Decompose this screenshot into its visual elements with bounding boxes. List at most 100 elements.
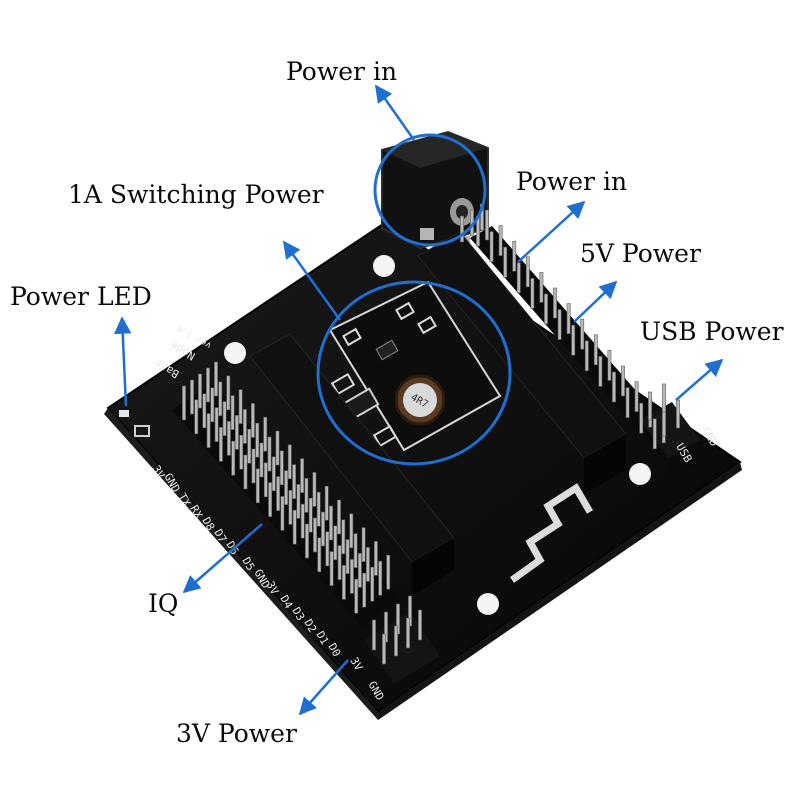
left-header-pin xyxy=(370,566,375,602)
left-header-pin xyxy=(182,385,186,421)
right-header-pin xyxy=(489,231,494,262)
left-header-pin xyxy=(219,427,223,462)
bottom-header-pin xyxy=(418,609,422,641)
left-header-pin xyxy=(255,468,260,504)
left-header-pin xyxy=(386,554,391,590)
left-header-pin xyxy=(300,458,305,493)
right-header-pin xyxy=(485,209,489,241)
label-power-in-right: Power in xyxy=(516,167,627,196)
arrow-power-in-right xyxy=(517,200,586,263)
left-header-pin xyxy=(247,428,252,464)
bottom-header-pin xyxy=(384,611,388,643)
right-header-pin xyxy=(593,334,598,366)
left-header-pin xyxy=(263,462,268,498)
label-power-in-top: Power in xyxy=(286,57,397,86)
bottom-header-pin xyxy=(372,619,376,651)
left-header-pin xyxy=(296,484,301,519)
left-header-pin xyxy=(280,496,285,531)
left-header-pin xyxy=(243,454,248,490)
left-header-pin xyxy=(304,478,309,513)
usb-header-pin xyxy=(648,391,652,421)
arrow-usb-power xyxy=(675,358,724,401)
left-header-pin xyxy=(292,509,297,545)
power-led xyxy=(119,410,129,417)
right-header-pin xyxy=(516,262,521,294)
left-header-pin xyxy=(325,531,330,567)
silk-d1: D1 xyxy=(313,629,331,647)
left-header-pin xyxy=(251,403,255,438)
silk-rx: RX xyxy=(187,503,205,521)
usb-power-header xyxy=(640,402,700,458)
right-header-pin xyxy=(571,324,576,356)
left-header-pin xyxy=(312,472,317,507)
label-3v-power: 3V Power xyxy=(176,719,297,748)
right-header-pin xyxy=(530,278,535,309)
regulator-chip xyxy=(375,339,399,361)
right-header-pin xyxy=(612,371,616,403)
left-header-pin xyxy=(222,401,227,436)
left-header-pin xyxy=(349,513,354,549)
right-header-pin xyxy=(525,256,530,288)
left-header-pin xyxy=(284,470,289,505)
left-header-pin xyxy=(214,361,218,397)
silk-d4: D4 xyxy=(277,593,295,611)
left-header-pin xyxy=(214,407,219,442)
right-header-pin xyxy=(634,381,639,412)
silk-3v-mid: 3V xyxy=(263,579,281,597)
left-header-pin xyxy=(198,373,202,409)
left-header-pin xyxy=(365,547,370,582)
left-header-pin xyxy=(337,499,341,535)
label-power-led: Power LED xyxy=(10,282,152,311)
left-header-pin xyxy=(275,430,280,466)
silk-d3: D3 xyxy=(289,605,307,623)
left-header-pin xyxy=(267,436,272,472)
left-header-pin xyxy=(341,565,346,600)
regulator-area xyxy=(328,280,502,452)
left-header-pin xyxy=(268,482,273,517)
right-header-pin xyxy=(539,272,544,303)
right-header-pin xyxy=(580,318,585,350)
left-header-pin xyxy=(263,416,268,452)
left-header-pin xyxy=(227,421,231,456)
left-header-pin xyxy=(362,572,367,608)
left-header-pin xyxy=(313,517,317,553)
silk-d7: D7 xyxy=(211,527,229,545)
left-header-pin xyxy=(329,551,334,586)
right-header-pin xyxy=(544,293,548,325)
silk-d0: D0 xyxy=(325,641,343,659)
silk-d2: D2 xyxy=(301,617,319,635)
left-header-pin xyxy=(353,533,358,568)
callout-arrows xyxy=(113,84,724,716)
left-header-pin xyxy=(206,413,211,448)
left-header-pin xyxy=(194,399,199,435)
right-header-pin xyxy=(553,287,557,319)
mount-hole-2 xyxy=(224,342,246,364)
power-jack-highlight-circle xyxy=(373,133,487,247)
left-header-pin xyxy=(354,578,359,614)
left-header-pin xyxy=(316,491,321,527)
arrow-power-led xyxy=(113,316,132,407)
left-header-pin xyxy=(210,387,215,423)
right-header-pin xyxy=(503,246,508,278)
left-socket-header xyxy=(249,333,455,596)
left-header-pin xyxy=(235,415,239,450)
left-header-pin xyxy=(361,527,366,562)
left-header-pin xyxy=(259,442,264,478)
right-header-pin xyxy=(652,418,657,450)
right-header-pin xyxy=(566,303,571,334)
bottom-header-pin xyxy=(394,625,398,657)
left-header-pin xyxy=(345,539,350,574)
label-iq: IQ xyxy=(148,589,178,618)
mount-hole-3 xyxy=(629,463,651,485)
usb-header-pin xyxy=(662,383,666,413)
left-header-pin xyxy=(230,395,235,430)
right-header-pin xyxy=(598,356,603,387)
left-header-pin xyxy=(271,456,276,492)
left-header-pin xyxy=(333,525,338,561)
left-header-pin xyxy=(317,537,322,573)
left-header-pin xyxy=(324,485,329,521)
right-header-pin xyxy=(584,340,589,372)
silk-d8: D8 xyxy=(199,515,217,533)
left-header-pin xyxy=(243,409,247,444)
